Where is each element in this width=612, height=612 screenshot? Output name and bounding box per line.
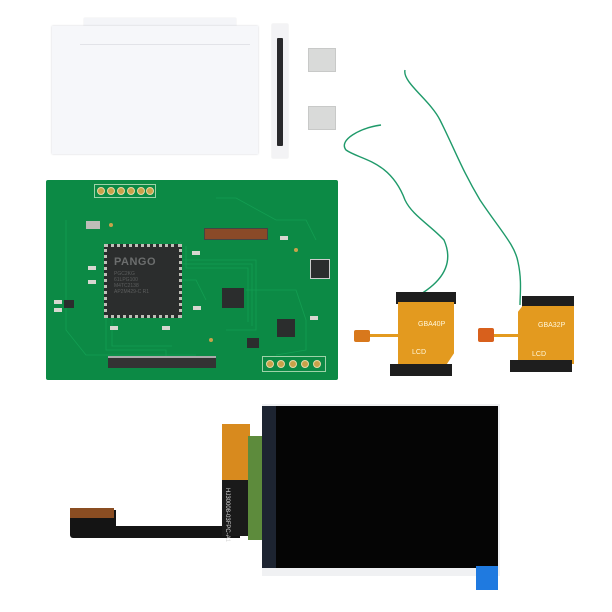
pin-hole bbox=[137, 187, 145, 195]
sot-chip-left bbox=[64, 300, 74, 308]
pin-hole bbox=[107, 187, 115, 195]
soic-chip bbox=[222, 288, 244, 308]
lcd-flex-orange-section bbox=[222, 424, 250, 482]
lcd-fpc-marking: HJ30008-03FPC-A1 bbox=[224, 488, 230, 543]
smd-component bbox=[88, 266, 96, 270]
main-fpga-chip bbox=[104, 244, 182, 318]
adapter-40p-bottom-stiffener bbox=[390, 364, 452, 376]
pin-hole bbox=[127, 187, 135, 195]
adapter-32p-tail bbox=[490, 334, 520, 337]
pin-hole bbox=[97, 187, 105, 195]
qfn-chip bbox=[277, 319, 295, 337]
thermal-pad-1 bbox=[308, 48, 336, 72]
chip-brand: PANGO bbox=[114, 256, 157, 268]
fpc-connector-bottom bbox=[108, 356, 216, 368]
crystal bbox=[86, 221, 100, 229]
lcd-flex-black-section bbox=[222, 480, 250, 536]
smd-component bbox=[193, 306, 201, 310]
film-sheet-edge bbox=[80, 44, 250, 45]
lcd-protective-film-tab bbox=[476, 566, 498, 590]
thermal-pad-2 bbox=[308, 106, 336, 130]
smd-component bbox=[310, 316, 318, 320]
adapter-40p-label: GBA40P bbox=[418, 321, 446, 328]
header-pins-bottom-outline bbox=[262, 356, 326, 372]
smd-component bbox=[110, 326, 118, 330]
adapter-40p-flex bbox=[398, 302, 454, 366]
pin-hole bbox=[117, 187, 125, 195]
adapter-32p-flex bbox=[518, 306, 574, 364]
pin-hole bbox=[301, 360, 309, 368]
smd-component bbox=[54, 300, 62, 304]
inductor bbox=[310, 259, 330, 279]
lcd-side-bezel bbox=[262, 406, 278, 568]
adapter-32p-tail-pad bbox=[478, 328, 494, 342]
adapter-32p-lcd-label: LCD bbox=[532, 351, 547, 358]
adapter-32p-bottom-stiffener bbox=[510, 360, 572, 372]
adapter-32p-top-stiffener bbox=[522, 296, 574, 308]
film-sheet bbox=[52, 26, 258, 154]
smd-component bbox=[88, 280, 96, 284]
smd-component bbox=[162, 326, 170, 330]
adapter-40p-top-stiffener bbox=[396, 292, 456, 304]
pin-hole bbox=[277, 360, 285, 368]
adapter-40p-tail bbox=[364, 334, 400, 337]
sot-chip bbox=[247, 338, 259, 348]
foam-strip bbox=[277, 38, 283, 146]
adapter-40p-tail-pad bbox=[354, 330, 370, 342]
header-pins-top-outline bbox=[94, 184, 156, 198]
lcd-panel bbox=[276, 406, 498, 568]
lcd-flex-cable-cutout bbox=[116, 500, 222, 526]
smd-component bbox=[192, 251, 200, 255]
lcd-backlight-edge bbox=[248, 436, 264, 540]
lcd-flex-cable-contacts bbox=[70, 508, 114, 518]
pin-hole bbox=[289, 360, 297, 368]
pin-hole bbox=[266, 360, 274, 368]
pin-hole bbox=[313, 360, 321, 368]
adapter-32p-label: GBA32P bbox=[538, 322, 566, 329]
chip-markings: PGC2KG 61LPG100 M4TC2138 AP2M429-C R1 bbox=[114, 271, 150, 295]
fpc-connector-top bbox=[204, 228, 268, 240]
smd-component bbox=[54, 308, 62, 312]
adapter-40p-lcd-label: LCD bbox=[412, 349, 427, 356]
smd-component bbox=[280, 236, 288, 240]
pin-hole bbox=[146, 187, 154, 195]
